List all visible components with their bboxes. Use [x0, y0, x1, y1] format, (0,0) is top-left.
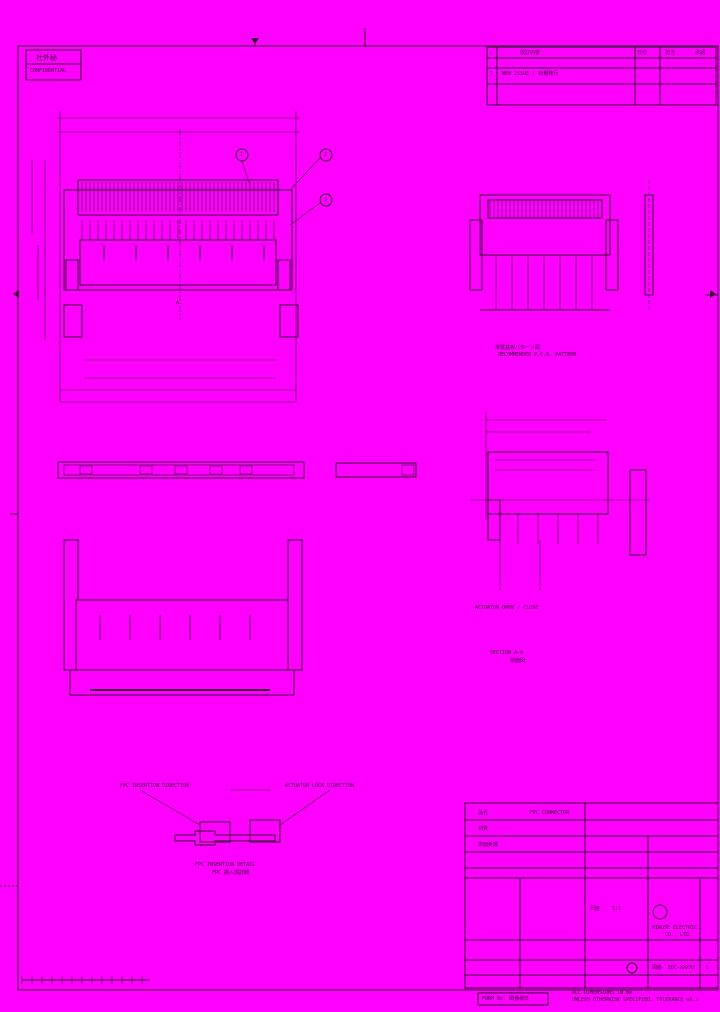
revision-description: NEW ISSUE / 新規発行	[502, 71, 559, 77]
actuator-lock-label: ACTUATOR LOCK DIRECTION	[285, 783, 355, 789]
scale-value: 5:1	[612, 906, 622, 912]
fpc-detail-caption-jp: FPC 挿入部詳細	[212, 870, 250, 876]
actuator-caption: ACTUATOR OPEN / CLOSE	[475, 605, 539, 611]
revision-mark: △	[490, 50, 494, 56]
fpc-insertion-label: FPC INSERTION DIRECTION	[120, 783, 190, 789]
company-name-2: CO., LTD.	[665, 932, 693, 938]
form-number-label: FORM No. 図番様式	[482, 996, 530, 1002]
scale-label: 尺度	[590, 906, 601, 912]
finish-label: 表面処理	[478, 842, 499, 848]
bottom-note-1: ALL DIMENSIONS IN mm	[572, 990, 633, 996]
bottom-note-2: UNLESS OTHERWISE SPECIFIED, TOLERANCE ±0…	[572, 997, 699, 1003]
revision-number: 1	[490, 71, 494, 77]
drawing-number-label: 図番	[652, 965, 663, 971]
part-name-value: FPC CONNECTOR	[530, 810, 570, 816]
section-mark-a: A	[176, 300, 180, 306]
company-name-1: HIROSE ELECTRIC	[652, 925, 698, 931]
section-caption-jp: 断面図	[510, 658, 526, 664]
material-label: 材質	[478, 826, 489, 832]
revision-header-person: 担当	[665, 50, 676, 56]
drawing-number: EDC-XXXXX	[668, 965, 696, 971]
callout-3: 3	[324, 197, 328, 203]
section-caption: SECTION A-A	[490, 650, 524, 656]
fpc-detail-caption: FPC INSERTION DETAIL	[195, 862, 256, 868]
pcb-pattern-caption-en: RECOMMENDED P.C.B. PATTERN	[498, 352, 577, 358]
pcb-pattern-caption: 推奨基板パターン図	[495, 345, 540, 351]
revision-header-desc: 改訂内容	[520, 50, 541, 56]
callout-1: 1	[240, 152, 244, 158]
confidential-stamp-en: CONFIDENTIAL	[30, 68, 67, 74]
revision-header-approve: 承認	[695, 50, 706, 56]
callout-2: 2	[324, 152, 328, 158]
part-name-label: 品名	[478, 810, 489, 816]
sheet-number: 1	[706, 965, 710, 971]
revision-header-date: 日付	[637, 50, 648, 56]
confidential-stamp-jp: 社外秘	[36, 54, 57, 62]
